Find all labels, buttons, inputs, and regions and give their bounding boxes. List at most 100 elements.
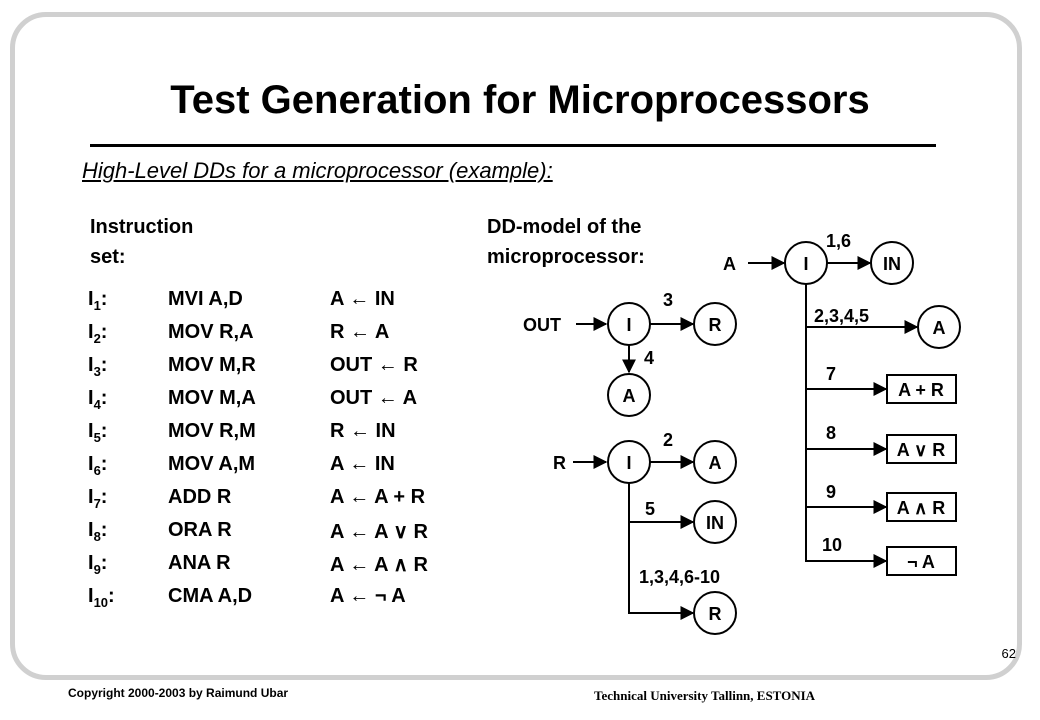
a-branch-2-label: 7	[826, 364, 836, 384]
instruction-set-header: Instruction set:	[90, 212, 193, 272]
instruction-id-sub: 6	[93, 463, 101, 478]
title-underline	[90, 144, 936, 147]
instruction-operation: A ← A ∧ R	[330, 554, 428, 576]
instruction-id-sub: 5	[93, 430, 101, 445]
a-branch-2-terminal-label: A + R	[898, 380, 944, 400]
a-branch-4-terminal-label: A ∧ R	[897, 498, 946, 518]
slide-frame	[10, 12, 1022, 680]
r-terminal-mid	[693, 500, 737, 544]
r-graph-node-label: I	[626, 453, 631, 473]
instruction-id-base: I	[88, 387, 94, 409]
a-graph: A I 1,6 IN 2,3,4,5 A 7 A + R 8 A ∨ R 9 A…	[723, 231, 961, 576]
slide-title: Test Generation for Microprocessors	[170, 78, 870, 122]
instruction-id-base: I	[88, 453, 94, 475]
instruction-id-base: I	[88, 585, 94, 607]
instruction-id-sub: 8	[93, 529, 101, 544]
r-graph-root: R	[553, 453, 566, 473]
instruction-operation: A ← A ∨ R	[330, 521, 428, 543]
a-terminal-right	[870, 241, 914, 285]
r-terminal-bottom-label: R	[709, 604, 722, 624]
instruction-id-sub: 10	[93, 595, 109, 610]
instruction-id-base: I	[88, 354, 94, 376]
instruction-mnemonic: MOV M,R	[168, 354, 256, 376]
instruction-mnemonic: ORA R	[168, 519, 232, 541]
out-terminal-right	[693, 302, 737, 346]
instruction-id-sub: 9	[93, 562, 101, 577]
instruction-id-base: I	[88, 552, 94, 574]
instruction-mnemonic: MOV M,A	[168, 387, 256, 409]
a-graph-node-label: I	[803, 254, 808, 274]
instruction-operation: OUT ← R	[330, 354, 418, 376]
instruction-set-header-line2: set:	[90, 246, 126, 268]
a-branch-3-label: 8	[826, 423, 836, 443]
instruction-id-sub: 1	[93, 298, 101, 313]
a-branch-4-terminal	[886, 492, 957, 522]
instruction-id: I6:	[88, 453, 108, 478]
a-branch-2-terminal	[886, 374, 957, 404]
a-branch-3-terminal-label: A ∨ R	[897, 440, 946, 460]
instruction-id-sub: 4	[93, 397, 101, 412]
instruction-operation: OUT ← A	[330, 387, 418, 409]
instruction-mnemonic: ADD R	[168, 486, 232, 508]
slide-subtitle: High-Level DDs for a microprocessor (exa…	[82, 158, 553, 183]
dd-model-header-line1: DD-model of the	[487, 216, 642, 238]
instruction-mnemonic: CMA A,D	[168, 585, 253, 607]
instruction-set-header-line1: Instruction	[90, 216, 194, 238]
instruction-id-base: I	[88, 519, 94, 541]
out-graph-node-label: I	[626, 315, 631, 335]
instruction-id: I1:	[88, 288, 108, 313]
instruction-operation: R ← A	[330, 321, 390, 343]
instruction-id-sub: 2	[93, 331, 101, 346]
r-terminal-bottom	[693, 591, 737, 635]
out-terminal-down-label: A	[623, 386, 636, 406]
dd-model-header: DD-model of the microprocessor:	[487, 212, 645, 272]
a-branch-5-terminal	[886, 546, 957, 576]
instruction-id-base: I	[88, 420, 94, 442]
instruction-mnemonic: ANA R	[168, 552, 231, 574]
out-edge-right-label: 3	[663, 290, 673, 310]
instruction-mnemonic: MOV R,M	[168, 420, 256, 442]
instruction-id-base: I	[88, 486, 94, 508]
instruction-id: I7:	[88, 486, 108, 511]
instruction-id: I2:	[88, 321, 108, 346]
instruction-id: I4:	[88, 387, 108, 412]
r-graph: R I 2 A 5 IN 1,3,4,6-10 R	[553, 430, 737, 635]
r-edge-mid-label: 5	[645, 499, 655, 519]
a-edge-right-label: 1,6	[826, 231, 851, 251]
instruction-id: I9:	[88, 552, 108, 577]
instruction-id-base: I	[88, 288, 94, 310]
a-branch-5-terminal-label: ¬ A	[907, 552, 935, 572]
instruction-operation: R ← IN	[330, 420, 396, 442]
r-edge-right-label: 2	[663, 430, 673, 450]
instruction-mnemonic: MOV A,M	[168, 453, 256, 475]
copyright-text: Copyright 2000-2003 by Raimund Ubar	[68, 686, 289, 700]
out-terminal-down	[607, 373, 651, 417]
out-terminal-right-label: R	[709, 315, 722, 335]
out-edge-down-label: 4	[644, 348, 654, 368]
a-branch-3-terminal	[886, 434, 957, 464]
a-branch-4-label: 9	[826, 482, 836, 502]
a-branch-1-label: 2,3,4,5	[814, 306, 869, 326]
a-terminal-right-label: IN	[883, 254, 901, 274]
r-edge-bottom-label: 1,3,4,6-10	[639, 567, 720, 587]
slide-number: 62	[1001, 646, 1016, 661]
instruction-id: I10:	[88, 585, 115, 610]
a-graph-root: A	[723, 254, 736, 274]
a-branch-1-terminal-label: A	[933, 318, 946, 338]
out-graph: OUT I 3 R 4 A	[523, 290, 737, 417]
instruction-id: I8:	[88, 519, 108, 544]
instruction-mnemonic: MOV R,A	[168, 321, 254, 343]
a-branch-1-terminal	[917, 305, 961, 349]
university-text: Technical University Tallinn, ESTONIA	[594, 688, 816, 703]
r-terminal-mid-label: IN	[706, 513, 724, 533]
r-terminal-right-label: A	[709, 453, 722, 473]
instruction-id-base: I	[88, 321, 94, 343]
instruction-operation: A ← IN	[330, 453, 395, 475]
a-branch-5-label: 10	[822, 535, 842, 555]
instruction-id-sub: 7	[93, 496, 101, 511]
instruction-id: I5:	[88, 420, 108, 445]
instruction-id-sub: 3	[93, 364, 101, 379]
r-terminal-right	[693, 440, 737, 484]
instruction-operation: A ← ¬ A	[330, 585, 406, 607]
